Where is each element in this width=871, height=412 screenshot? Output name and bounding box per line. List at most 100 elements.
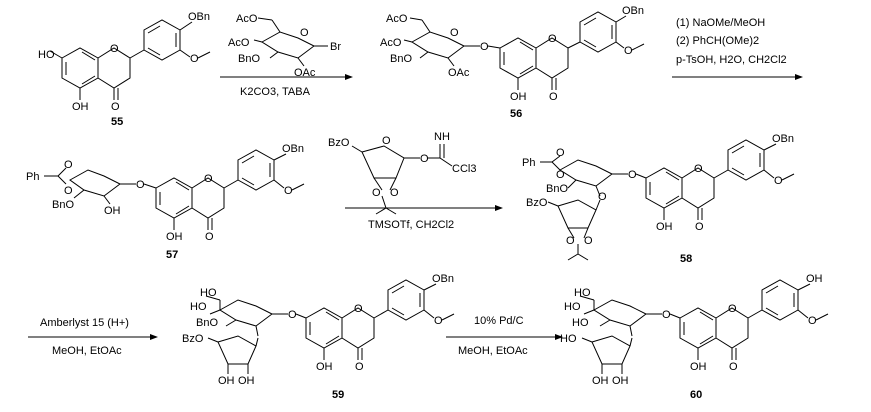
compound-number-60: 60 [690, 389, 702, 401]
label-keto-o: O [549, 91, 558, 103]
label-bno: BnO [196, 317, 218, 329]
label-bno: BnO [52, 199, 74, 211]
label-ring-o: O [694, 163, 703, 175]
label-oh: OH [656, 221, 673, 233]
label-oh: OH [690, 361, 707, 373]
label-ome-o: O [190, 53, 199, 65]
label-obn: OBn [432, 273, 454, 285]
label-oh: OH [510, 91, 527, 103]
label-ccl3: CCl3 [452, 163, 476, 175]
conditions-step-5-above: 10% Pd/C [474, 315, 524, 327]
label-bzo: BzO [526, 197, 548, 209]
label-ring-o: O [548, 33, 557, 45]
label-ho: HO [38, 49, 55, 61]
label-ring-o: O [728, 303, 737, 315]
label-keto-o: O [729, 361, 738, 373]
label-aco-top: AcO [236, 13, 258, 25]
compound-number-57: 57 [166, 249, 178, 261]
label-bzo: BzO [328, 137, 350, 149]
label-bzo: BzO [182, 333, 204, 345]
arrow-step-1: K2CO3, TABA [220, 74, 353, 98]
arrow-step-2: (1) NaOMe/MeOH (2) PhCH(OMe)2 p-TsOH, H2… [672, 17, 803, 80]
label-ho-top: HO [574, 287, 591, 299]
conditions-step-3: TMSOTf, CH2Cl2 [368, 219, 454, 231]
label-oh-ar: OH [806, 273, 823, 285]
label-oh-sugar: OH [104, 205, 121, 217]
label-ph: Ph [522, 157, 535, 169]
compound-number-59: 59 [332, 389, 344, 401]
label-oh1: OH [218, 375, 235, 387]
label-link-o: O [288, 309, 297, 321]
label-obn: OBn [188, 11, 210, 23]
label-aco-mid: AcO [228, 37, 250, 49]
conditions-step-2-line1: (1) NaOMe/MeOH [676, 17, 765, 29]
label-ho-mid: HO [190, 301, 207, 313]
label-ho-b: HO [572, 317, 589, 329]
compound-58: Ph O O BnO O BzO O O O O OH O OBn O 58 [522, 133, 795, 265]
label-ome-o: O [624, 45, 633, 57]
label-oac: OAc [448, 67, 470, 79]
compound-59: HO HO BnO BzO OH OH O O OH O OBn O 59 [182, 273, 455, 401]
label-keto-o: O [205, 231, 214, 243]
conditions-step-4-above: Amberlyst 15 (H+) [40, 317, 129, 329]
label-acetal-o1: O [64, 159, 73, 171]
label-obn: OBn [622, 5, 644, 17]
label-oh: OH [166, 231, 183, 243]
label-ome-o: O [774, 175, 783, 187]
label-acetonide-o2: O [584, 235, 593, 247]
arrow-step-4: Amberlyst 15 (H+) MeOH, EtOAc [28, 317, 158, 357]
label-acetonide-o1: O [566, 235, 575, 247]
label-oh1: OH [592, 375, 609, 387]
label-oh2: OH [238, 375, 255, 387]
label-api-o: O [598, 191, 607, 203]
label-acetonide-o2: O [390, 187, 399, 199]
label-aco-mid: AcO [380, 37, 402, 49]
label-acetal-o1: O [556, 147, 565, 159]
label-keto-o: O [695, 221, 704, 233]
label-bno: BnO [390, 53, 412, 65]
label-ring-o: O [354, 303, 363, 315]
label-bno: BnO [546, 183, 568, 195]
label-acetal-o2: O [556, 169, 565, 181]
label-obn: OBn [772, 133, 794, 145]
arrow-step-5: 10% Pd/C MeOH, EtOAc [446, 315, 563, 357]
compound-55: HO OH O O OBn O 55 [38, 11, 211, 128]
label-link-o: O [662, 309, 671, 321]
compound-60: HO HO HO HO OH OH O O OH O OH O 60 [560, 273, 829, 401]
arrow-step-3: TMSOTf, CH2Cl2 [345, 205, 503, 231]
label-ring-o: O [382, 135, 391, 147]
label-link-o: O [420, 153, 429, 165]
label-keto-o: O [111, 101, 120, 113]
label-acetal-o2: O [64, 185, 73, 197]
conditions-step-5-below: MeOH, EtOAc [458, 345, 528, 357]
label-ho-top: HO [200, 287, 217, 299]
label-keto-o: O [355, 361, 364, 373]
label-nh: NH [434, 131, 450, 143]
label-ph: Ph [26, 171, 39, 183]
label-oh2: OH [612, 375, 629, 387]
conditions-step-2-line3: p-TsOH, H2O, CH2Cl2 [676, 54, 787, 66]
label-oac: OAc [294, 67, 316, 79]
label-sugar-o: O [450, 27, 459, 39]
label-acetonide-o1: O [372, 187, 381, 199]
label-link-o: O [480, 41, 489, 53]
label-ring-o: O [110, 43, 119, 55]
label-ome-o: O [808, 315, 817, 327]
compound-number-55: 55 [111, 116, 123, 128]
compound-number-56: 56 [510, 108, 522, 120]
label-oh: OH [72, 101, 89, 113]
label-link-o: O [136, 179, 145, 191]
label-br: Br [330, 41, 341, 53]
label-oh: OH [316, 361, 333, 373]
label-ring-o: O [300, 27, 309, 39]
reagent-apiosyl-imidate: BzO NH O CCl3 O O O [328, 131, 476, 215]
compound-number-58: 58 [680, 253, 692, 265]
label-ome-o: O [284, 185, 293, 197]
label-link-o: O [628, 169, 637, 181]
reagent-glycosyl-bromide: AcO AcO BnO OAc Br O [228, 13, 341, 79]
label-bno: BnO [238, 53, 260, 65]
label-ome-o: O [434, 315, 443, 327]
conditions-step-1: K2CO3, TABA [240, 86, 311, 98]
label-ring-o: O [204, 173, 213, 185]
